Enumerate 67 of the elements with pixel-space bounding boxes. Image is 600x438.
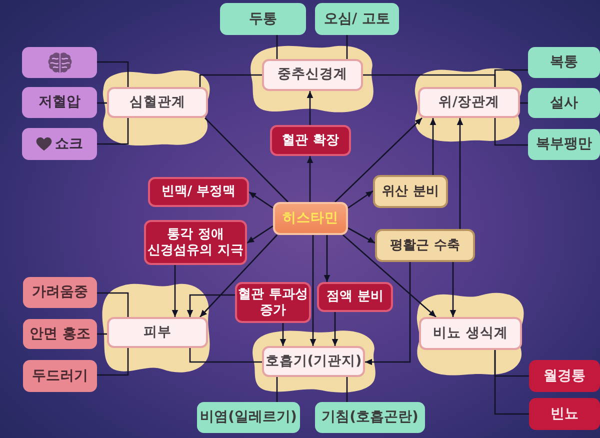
cloud-blob [250,328,378,395]
connector-line [204,118,288,202]
connector-line [276,35,278,59]
mechanism-box: 혈관 투과성 증가 [235,282,311,323]
mechanism-box: 점액 분비 [317,282,393,312]
arrow [456,118,464,229]
connector-line [494,350,529,415]
connector-line [97,118,129,145]
arrow [348,227,376,244]
category-box: 비뇨 생식계 [419,317,522,350]
connector-line [494,69,528,87]
connector-line [276,377,278,402]
symptom-box [22,47,97,78]
symptom-box: 두통 [220,3,306,35]
category-box: 위/장관계 [418,87,520,118]
symptom-box [22,128,97,160]
arrow [280,323,286,346]
arrow [324,235,330,282]
arrow [310,235,316,346]
arrow [306,91,314,125]
symptom-box: 월경통 [529,360,600,392]
category-box: 중추신경계 [262,59,363,91]
mechanism-box: 평활근 수축 [375,229,475,262]
category-box: 호흡기(기관지) [262,346,365,377]
arrow [332,312,338,346]
symptom-box: 가려움중 [23,277,97,308]
connector-line [189,348,262,363]
symptom-box: 저혈압 [22,87,97,118]
category-box: 피부 [107,317,208,348]
symptom-box: 복통 [528,47,600,78]
symptom-box: 두드러기 [23,360,97,392]
connector-line [494,118,528,146]
symptom-box: 비염(일레르기) [197,402,300,433]
connector-line [199,74,262,87]
connector-line [97,333,107,335]
arrow [306,156,314,202]
mechanism-box: 통각 정애 신경섬유의 지극 [144,220,247,265]
arrow [348,190,374,209]
mechanism-box: 위산 분비 [373,175,448,208]
arrow [248,191,274,209]
symptom-label: 쇼크 [55,136,83,152]
mechanism-box: 빈맥/ 부정맥 [148,177,249,207]
connector-line [520,102,528,104]
cloud-blob [248,43,376,115]
arrow [246,225,274,244]
symptom-box: 빈뇨 [529,398,600,430]
connector-line [97,348,129,376]
center-box: 히스타민 [273,202,348,235]
symptom-box: 복부팽만 [528,129,600,160]
arrow [430,118,436,175]
symptom-box: 안면 홍조 [23,319,97,349]
arrow [342,234,436,318]
category-box: 심혈관계 [107,87,208,118]
arrow [172,265,178,317]
arrow [334,118,422,202]
symptom-box: 설사 [528,88,600,118]
symptom-box: 기침(호흡곤란) [315,402,425,433]
mechanism-box: 혈관 확장 [270,125,351,156]
connector-line [346,377,348,402]
arrow [450,262,456,317]
arrow [200,234,278,318]
arrow [365,262,411,366]
connector-line [346,35,348,59]
connector-line [97,102,107,104]
connector-line [97,61,129,87]
arrow [186,294,235,317]
symptom-box: 오심/ 고토 [315,3,399,35]
